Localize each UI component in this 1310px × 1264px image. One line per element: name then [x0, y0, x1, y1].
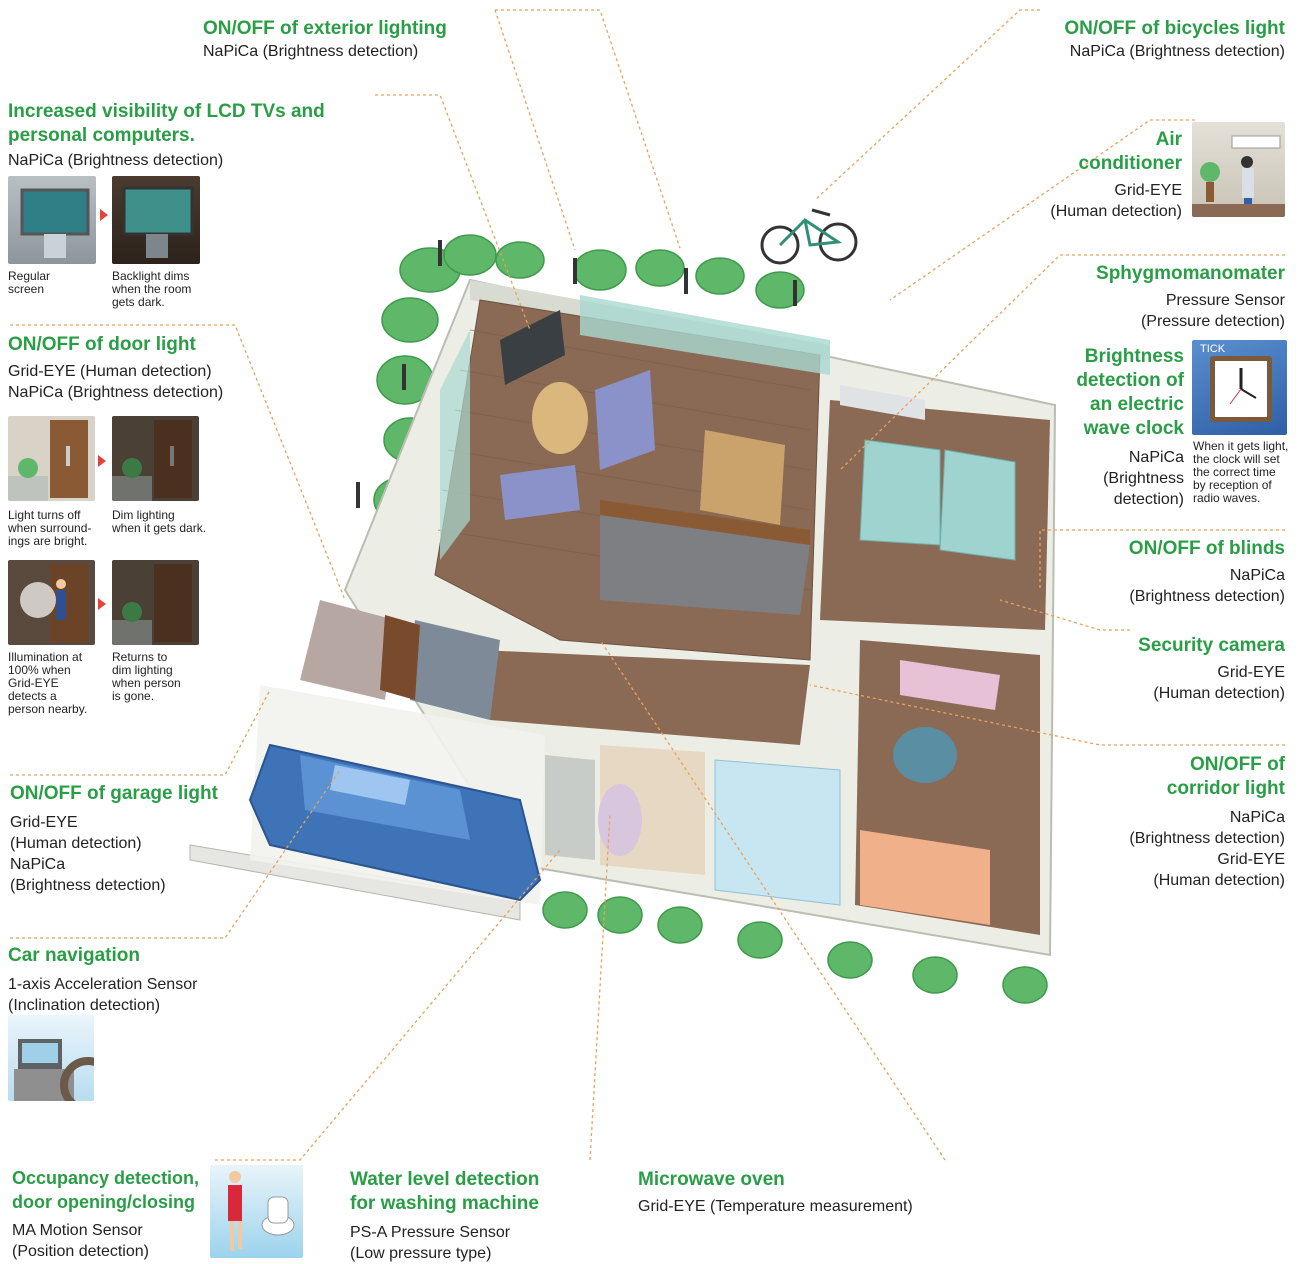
door-caption-3: Illumination at 100% when Grid-EYE detec…	[8, 650, 88, 716]
door-caption-1: Light turns off when surround- ings are …	[8, 508, 92, 548]
lcd-sub: NaPiCa (Brightness detection)	[8, 152, 224, 169]
occupancy-title: Occupancy detection, door opening/closin…	[12, 1168, 200, 1212]
callout-air-conditioner: Air conditioner Grid-EYE (Human detectio…	[1050, 128, 1182, 222]
aircon-sub: Grid-EYE (Human detection)	[1050, 182, 1182, 220]
lcd-arrow-icon	[100, 209, 108, 221]
leader-washing	[589, 814, 611, 1161]
aircon-title: Air conditioner	[1078, 129, 1182, 174]
clock-thumb: TICK	[1192, 340, 1287, 435]
callout-washing-machine: Water level detection for washing machin…	[350, 1168, 539, 1264]
sphyg-title: Sphygmomanomater	[1096, 263, 1285, 284]
corridor-title: ON/OFF of corridor light	[1166, 754, 1285, 799]
door-caption-2: Dim lighting when it gets dark.	[112, 508, 207, 535]
occupancy-sub: MA Motion Sensor (Position detection)	[12, 1222, 149, 1260]
clock-title: Brightness detection of an electric wave…	[1076, 346, 1184, 439]
leader-microwave	[599, 639, 946, 1161]
callout-car-navigation: Car navigation 1-axis Acceleration Senso…	[8, 944, 197, 1016]
leader-exterior-2	[494, 9, 576, 251]
door-arrow-icon-2	[98, 598, 106, 610]
aircon-thumb	[1192, 122, 1285, 217]
carnav-sub: 1-axis Acceleration Sensor (Inclination …	[8, 976, 198, 1014]
leader-sphyg	[839, 254, 1285, 471]
bicycles-title: ON/OFF of bicycles light	[1064, 18, 1285, 39]
occupancy-thumb	[210, 1165, 303, 1258]
lcd-dimmed-thumb	[112, 176, 200, 264]
clock-note: When it gets light, the clock will set t…	[1193, 439, 1289, 505]
door-bright-thumb	[8, 416, 95, 501]
leader-exterior	[495, 9, 681, 249]
door-returns-thumb	[112, 560, 199, 645]
blinds-title: ON/OFF of blinds	[1128, 538, 1285, 559]
lcd-caption-before: Regular screen	[8, 269, 51, 296]
clock-tick-label: TICK	[1200, 343, 1226, 355]
sphyg-sub: Pressure Sensor (Pressure detection)	[1140, 292, 1285, 330]
door-full-thumb	[8, 560, 95, 645]
exterior-sub: NaPiCa (Brightness detection)	[203, 43, 419, 60]
callout-electric-wave-clock: Brightness detection of an electric wave…	[1076, 345, 1184, 510]
clock-sub: NaPiCa (Brightness detection)	[1103, 449, 1184, 508]
callout-exterior-lighting: ON/OFF of exterior lighting NaPiCa (Brig…	[203, 17, 447, 62]
leader-bicycles	[814, 9, 1040, 201]
car-illustration	[248, 743, 542, 902]
callout-corridor-light: ON/OFF of corridor light NaPiCa (Brightn…	[1129, 753, 1285, 891]
leader-occupancy	[215, 849, 561, 1161]
garage-sub: Grid-EYE (Human detection) NaPiCa (Brigh…	[10, 814, 166, 894]
security-title: Security camera	[1138, 635, 1285, 656]
lcd-regular-thumb	[8, 176, 96, 264]
leader-door	[10, 324, 346, 601]
lcd-caption-after: Backlight dims when the room gets dark.	[112, 269, 192, 309]
security-sub: Grid-EYE (Human detection)	[1153, 664, 1285, 702]
blinds-sub: NaPiCa (Brightness detection)	[1129, 567, 1285, 605]
microwave-title: Microwave oven	[638, 1169, 785, 1190]
leader-carnav	[10, 769, 341, 939]
door-sub: Grid-EYE (Human detection) NaPiCa (Brigh…	[8, 363, 224, 401]
callout-lcd-visibility: Increased visibility of LCD TVs and pers…	[8, 100, 325, 171]
leader-lcd	[375, 94, 531, 331]
leader-blinds	[1039, 529, 1285, 590]
leader-corridor	[809, 684, 1285, 746]
door-caption-4: Returns to dim lighting when person is g…	[112, 650, 181, 703]
lcd-title: Increased visibility of LCD TVs and pers…	[8, 101, 325, 146]
garage-title: ON/OFF of garage light	[10, 783, 218, 804]
washing-sub: PS-A Pressure Sensor (Low pressure type)	[350, 1224, 511, 1262]
callout-garage-light: ON/OFF of garage light Grid-EYE (Human d…	[10, 782, 218, 896]
callout-bicycles-light: ON/OFF of bicycles light NaPiCa (Brightn…	[1064, 17, 1285, 62]
callout-microwave-oven: Microwave oven Grid-EYE (Temperature mea…	[638, 1168, 913, 1217]
carnav-thumb	[8, 1015, 94, 1101]
callout-blinds: ON/OFF of blinds NaPiCa (Brightness dete…	[1129, 537, 1285, 607]
microwave-sub: Grid-EYE (Temperature measurement)	[638, 1198, 913, 1215]
leader-aircon	[889, 119, 1195, 301]
door-dim-thumb	[112, 416, 199, 501]
callout-security-camera: Security camera Grid-EYE (Human detectio…	[1138, 634, 1285, 704]
washing-title: Water level detection for washing machin…	[350, 1169, 540, 1214]
carnav-title: Car navigation	[8, 945, 140, 966]
callout-door-light: ON/OFF of door light Grid-EYE (Human det…	[8, 333, 223, 403]
corridor-sub: NaPiCa (Brightness detection) Grid-EYE (…	[1129, 809, 1285, 889]
bicycles-sub: NaPiCa (Brightness detection)	[1069, 43, 1285, 60]
door-title: ON/OFF of door light	[8, 334, 196, 355]
exterior-title: ON/OFF of exterior lighting	[203, 18, 447, 39]
door-arrow-icon-1	[98, 455, 106, 467]
callout-occupancy: Occupancy detection, door opening/closin…	[12, 1166, 199, 1262]
leader-security	[999, 599, 1130, 631]
callout-sphygmomanometer: Sphygmomanomater Pressure Sensor (Pressu…	[1096, 262, 1285, 332]
bicycle-illustration	[760, 208, 858, 265]
